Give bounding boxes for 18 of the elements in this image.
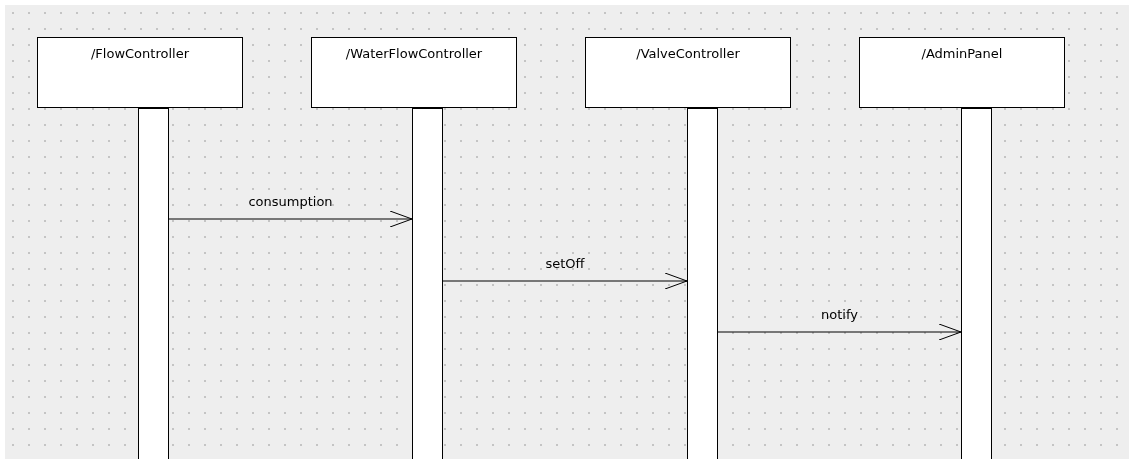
activation-bar <box>687 108 718 459</box>
message-arrow <box>717 323 962 341</box>
message-arrow <box>168 210 413 228</box>
lifeline-box <box>859 37 1065 108</box>
activation-bar <box>412 108 443 459</box>
message-arrow <box>442 272 688 290</box>
edge-label: notify <box>821 307 858 322</box>
lifeline-name: /ValveController <box>635 46 741 61</box>
lifeline-name: /AdminPanel <box>920 46 1004 61</box>
lifeline-box <box>37 37 243 108</box>
activation-bar <box>961 108 992 459</box>
edge-label: setOff <box>545 256 585 271</box>
lifeline-name: /WaterFlowController <box>344 46 484 61</box>
activation-bar <box>138 108 169 459</box>
lifeline-box <box>311 37 517 108</box>
lifeline-name: /FlowController <box>90 46 190 61</box>
lifeline-box <box>585 37 791 108</box>
edge-label: consumption <box>248 194 333 209</box>
